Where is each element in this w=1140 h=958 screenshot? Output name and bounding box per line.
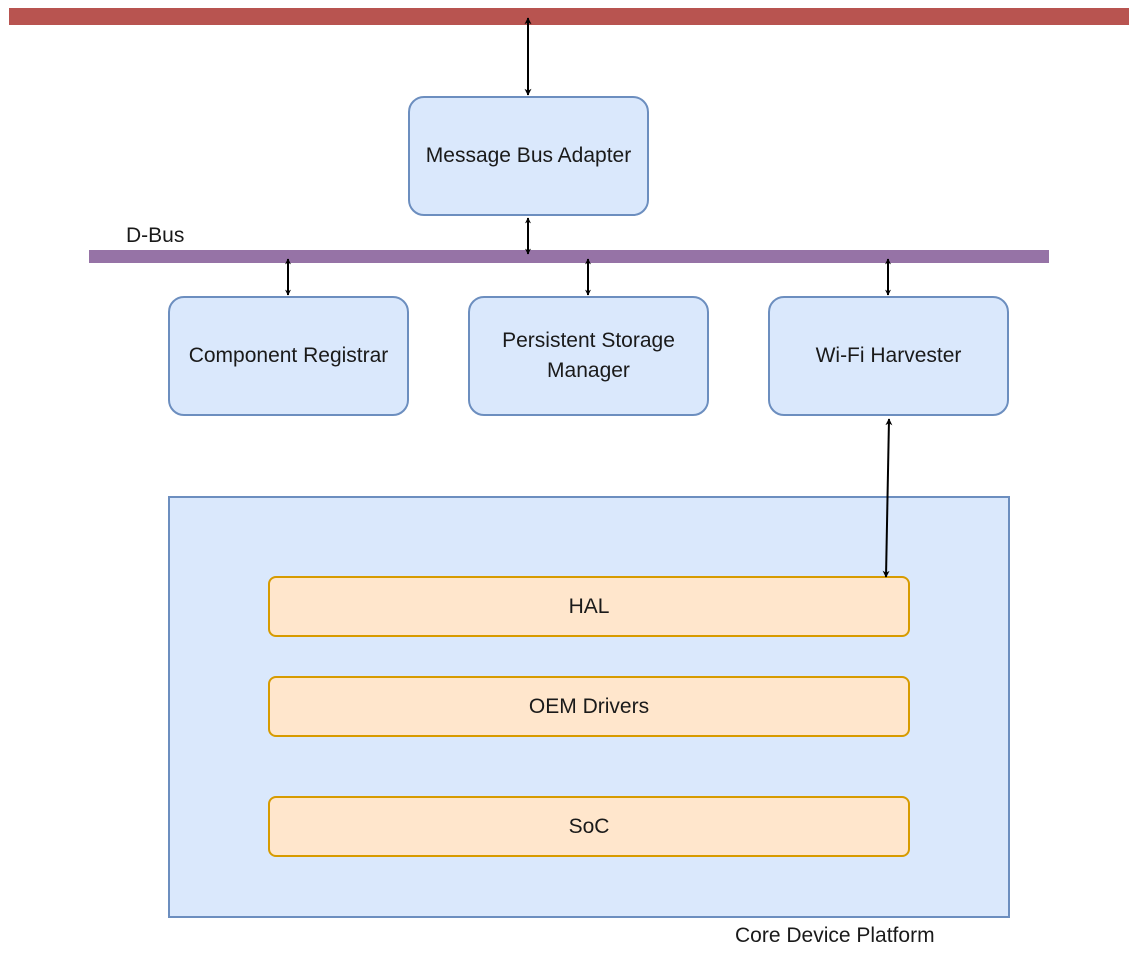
hal-layer[interactable]: HAL — [268, 576, 910, 637]
hal-label: HAL — [568, 594, 610, 618]
dbus-bar — [89, 250, 1049, 263]
persistent-storage-manager-box[interactable]: Persistent Storage Manager — [468, 296, 709, 416]
persistent-storage-manager-label: Persistent Storage Manager — [502, 329, 675, 382]
oem-drivers-layer[interactable]: OEM Drivers — [268, 676, 910, 737]
component-registrar-label: Component Registrar — [188, 344, 389, 367]
message-bus-adapter-label: Message Bus Adapter — [425, 144, 632, 167]
component-registrar-box[interactable]: Component Registrar — [168, 296, 409, 416]
dbus-label: D-Bus — [126, 224, 185, 247]
top-bus-bar — [9, 8, 1129, 25]
message-bus-adapter-box[interactable]: Message Bus Adapter — [408, 96, 649, 216]
wifi-harvester-box[interactable]: Wi-Fi Harvester — [768, 296, 1009, 416]
soc-layer[interactable]: SoC — [268, 796, 910, 857]
soc-label: SoC — [568, 814, 610, 838]
core-device-platform-label: Core Device Platform — [735, 924, 935, 947]
oem-drivers-label: OEM Drivers — [528, 694, 650, 718]
wifi-harvester-label: Wi-Fi Harvester — [815, 344, 962, 367]
